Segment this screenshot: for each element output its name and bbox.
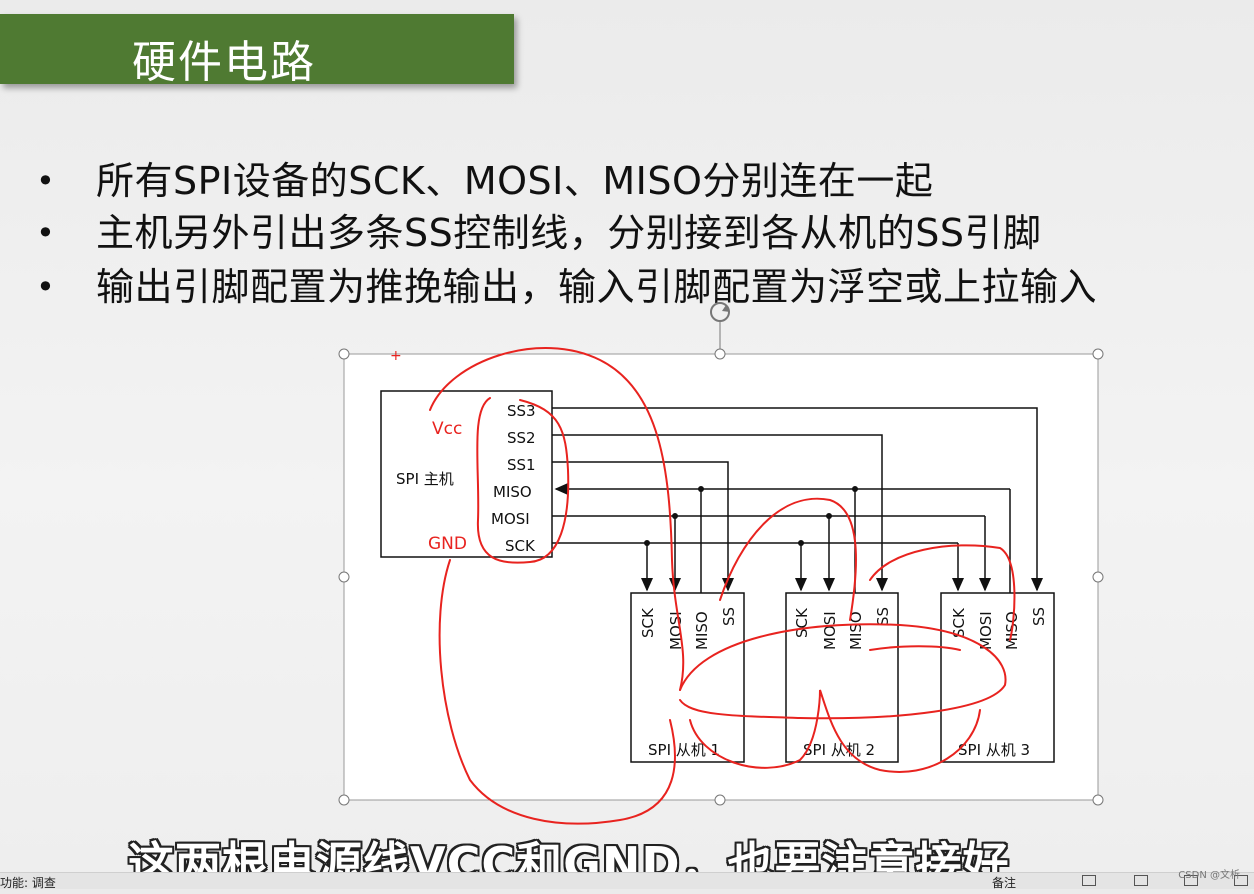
slideshow-view-icon[interactable] [1234, 875, 1248, 886]
master-pin-ss3: SS3 [507, 402, 536, 420]
spi-slave-1: SCK MOSI MISO SS SPI 从机 1 [630, 592, 745, 763]
bus-wires [552, 407, 1043, 593]
plus-annotation: + [390, 348, 402, 364]
slave-pin-sck: SCK [950, 607, 968, 638]
slave-pin-ss: SS [1030, 607, 1048, 626]
reading-view-icon[interactable] [1184, 875, 1198, 886]
master-pin-sck: SCK [505, 537, 536, 555]
slide-sorter-view-icon[interactable] [1134, 875, 1148, 886]
status-left-text: 功能: 调查 [0, 876, 56, 890]
slave-pin-mosi: MOSI [821, 611, 839, 650]
spi-slave-3: SCK MOSI MISO SS SPI 从机 3 [940, 592, 1055, 763]
resize-handle[interactable] [1092, 571, 1104, 583]
slave-pin-mosi: MOSI [977, 611, 995, 650]
vcc-annotation: Vcc [432, 419, 462, 439]
spi-master-box [380, 390, 553, 558]
slave-label: SPI 从机 1 [648, 741, 720, 759]
rotate-handle-icon[interactable] [710, 302, 730, 322]
master-pin-ss1: SS1 [507, 456, 536, 474]
normal-view-icon[interactable] [1082, 875, 1096, 886]
slave-pin-miso: MISO [847, 611, 865, 650]
resize-handle[interactable] [1092, 794, 1104, 806]
resize-handle[interactable] [338, 571, 350, 583]
master-pin-mosi: MOSI [491, 510, 530, 528]
slave-pin-mosi: MOSI [667, 611, 685, 650]
bullet-dot-icon: • [36, 268, 55, 306]
slave-pin-ss: SS [874, 607, 892, 626]
bullet-text: 主机另外引出多条SS控制线，分别接到各从机的SS引脚 [96, 211, 1042, 255]
slave-pin-sck: SCK [639, 607, 657, 638]
resize-handle[interactable] [338, 794, 350, 806]
gnd-annotation: GND [428, 534, 467, 554]
status-bar: 功能: 调查 备注 [0, 872, 1254, 890]
slave-pin-miso: MISO [693, 611, 711, 650]
master-pin-ss2: SS2 [507, 429, 536, 447]
resize-handle[interactable] [1092, 348, 1104, 360]
bullet-text: 输出引脚配置为推挽输出，输入引脚配置为浮空或上拉输入 [96, 265, 1098, 309]
bullet-dot-icon: • [36, 214, 55, 252]
slave-pin-ss: SS [720, 607, 738, 626]
master-label: SPI 主机 [396, 470, 454, 488]
bullet-text: 所有SPI设备的SCK、MOSI、MISO分别连在一起 [96, 159, 934, 203]
slide-title-banner: 硬件电路 [0, 14, 514, 88]
bullet-dot-icon: • [36, 162, 55, 200]
junction-dots [644, 486, 858, 546]
slave-label: SPI 从机 3 [958, 741, 1030, 759]
resize-handle[interactable] [714, 794, 726, 806]
resize-handle[interactable] [338, 348, 350, 360]
master-pin-miso: MISO [493, 483, 532, 501]
watermark: CSDN @文析 [1178, 870, 1240, 881]
notes-button[interactable]: 备注 [992, 876, 1017, 890]
picture-selection-frame[interactable] [338, 302, 1104, 806]
slave-pin-sck: SCK [793, 607, 811, 638]
ink-annotations [429, 347, 1016, 825]
resize-handle[interactable] [714, 348, 726, 360]
slave-label: SPI 从机 2 [803, 741, 875, 759]
spi-slave-2: SCK MOSI MISO SS SPI 从机 2 [785, 592, 899, 763]
slide-title: 硬件电路 [132, 37, 316, 88]
